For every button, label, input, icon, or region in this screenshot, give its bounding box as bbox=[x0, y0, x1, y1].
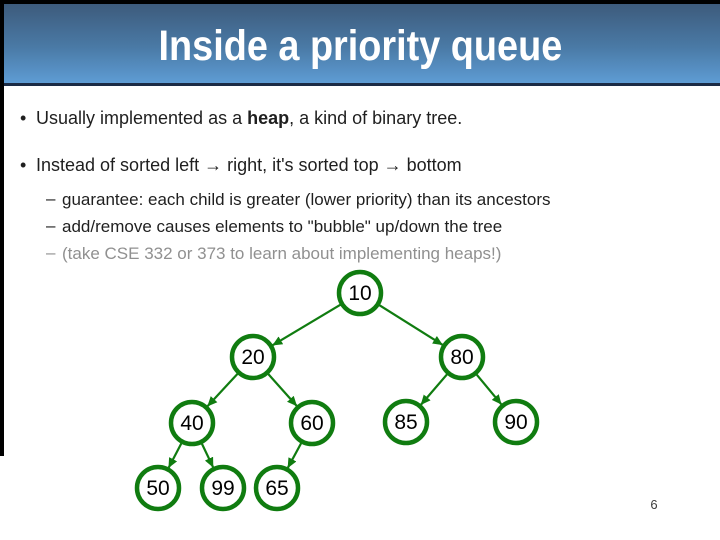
tree-node-20 bbox=[229, 333, 277, 381]
tree-node-10 bbox=[336, 269, 384, 317]
bullet-item-1: • Usually implemented as a heap, a kind … bbox=[0, 107, 462, 130]
tree-node-label-40: 40 bbox=[180, 412, 203, 435]
tree-node-label-99: 99 bbox=[211, 477, 234, 500]
tree-node-label-90: 90 bbox=[504, 411, 527, 434]
dash-icon: – bbox=[46, 189, 56, 208]
tree-node-label-20: 20 bbox=[241, 346, 264, 369]
tree-edge-80-85 bbox=[420, 372, 449, 406]
tree-edge-20-40 bbox=[206, 372, 239, 407]
sub-bullet-item-3: – (take CSE 332 or 373 to learn about im… bbox=[0, 243, 501, 265]
tree-edge-10-20 bbox=[272, 303, 342, 347]
bullet1-text-bold: heap bbox=[247, 108, 290, 128]
title-bar: Inside a priority queue bbox=[0, 0, 720, 86]
bullet2-text: Instead of sorted left → right, it's sor… bbox=[36, 155, 462, 175]
tree-node-label-10: 10 bbox=[348, 282, 371, 305]
tree-node-90 bbox=[492, 398, 540, 446]
tree-edge-10-80 bbox=[378, 303, 444, 346]
tree-node-99 bbox=[199, 464, 247, 512]
tree-edge-40-99 bbox=[200, 442, 215, 468]
sub-bullet1-text: guarantee: each child is greater (lower … bbox=[62, 190, 551, 209]
tree-node-60 bbox=[288, 399, 336, 447]
tree-node-label-85: 85 bbox=[394, 411, 417, 434]
tree-node-80 bbox=[438, 333, 486, 381]
bullet-dot-icon: • bbox=[20, 155, 27, 175]
tree-edge-80-90 bbox=[475, 373, 503, 406]
bullet-dot-icon: • bbox=[20, 108, 27, 128]
dash-icon: – bbox=[46, 243, 56, 262]
sub-bullet-item-1: – guarantee: each child is greater (lowe… bbox=[0, 189, 551, 211]
bullet-item-2: • Instead of sorted left → right, it's s… bbox=[0, 154, 462, 177]
tree-edge-20-60 bbox=[266, 372, 298, 407]
page-number: 6 bbox=[650, 497, 658, 512]
bullet1-text-post: , a kind of binary tree. bbox=[289, 108, 463, 128]
tree-edge-40-50 bbox=[167, 441, 183, 469]
sub-bullet3-text: (take CSE 332 or 373 to learn about impl… bbox=[62, 244, 502, 263]
slide-title: Inside a priority queue bbox=[158, 22, 562, 70]
tree-node-label-60: 60 bbox=[300, 412, 323, 435]
bullet1-text-pre: Usually implemented as a bbox=[36, 108, 248, 128]
tree-node-label-65: 65 bbox=[265, 477, 288, 500]
tree-node-65 bbox=[253, 464, 301, 512]
sub-bullet2-text: add/remove causes elements to "bubble" u… bbox=[62, 217, 503, 236]
tree-node-label-50: 50 bbox=[146, 477, 169, 500]
tree-node-40 bbox=[168, 399, 216, 447]
dash-icon: – bbox=[46, 216, 56, 235]
sub-bullet-item-2: – add/remove causes elements to "bubble"… bbox=[0, 216, 502, 238]
tree-node-50 bbox=[134, 464, 182, 512]
tree-node-label-80: 80 bbox=[450, 346, 473, 369]
left-edge-rule bbox=[0, 0, 4, 456]
tree-edge-60-65 bbox=[286, 441, 303, 469]
tree-node-85 bbox=[382, 398, 430, 446]
